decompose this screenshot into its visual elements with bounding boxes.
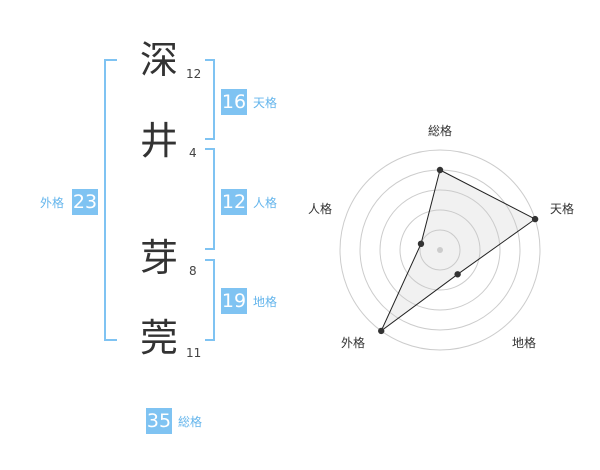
kanji-3: 芽 xyxy=(140,236,179,280)
stroke-count-2: 4 xyxy=(189,146,197,160)
tenkaku-bracket xyxy=(205,59,215,140)
radar-axis-label-jinkaku: 人格 xyxy=(308,202,333,216)
chikaku-label: 地格 xyxy=(253,295,278,309)
radar-point-2 xyxy=(531,215,539,223)
radar-ring-2 xyxy=(399,209,481,291)
jinkaku-bracket xyxy=(205,148,215,250)
tenkaku-value: 16 xyxy=(221,89,247,115)
stroke-count-1: 12 xyxy=(186,67,202,81)
soukaku-label: 総格 xyxy=(178,415,203,429)
chikaku-value: 19 xyxy=(221,288,247,314)
radar-point-5 xyxy=(417,240,425,248)
tenkaku-label: 天格 xyxy=(253,96,278,110)
chikaku-bracket xyxy=(205,259,215,341)
kanji-2: 井 xyxy=(140,119,179,163)
radar-center xyxy=(437,247,443,253)
radar-ring-3 xyxy=(379,189,501,311)
radar-axis-label-soukaku: 総格 xyxy=(428,124,453,138)
radar-point-3 xyxy=(454,271,461,278)
radar-chart xyxy=(339,149,541,351)
radar-axis-label-tenkaku: 天格 xyxy=(550,202,575,216)
radar-ring-5 xyxy=(339,149,541,351)
radar-point-4 xyxy=(378,327,385,335)
stroke-count-3: 8 xyxy=(189,264,197,278)
gaikaku-value: 23 xyxy=(72,189,98,215)
radar-axis-label-gaikaku: 外格 xyxy=(341,336,366,350)
gaikaku-bracket xyxy=(104,59,117,341)
stroke-count-4: 11 xyxy=(186,346,202,360)
radar-point-1 xyxy=(436,166,444,174)
jinkaku-value: 12 xyxy=(221,189,247,215)
radar-axis-label-chikaku: 地格 xyxy=(512,336,537,350)
kanji-4: 莞 xyxy=(140,316,179,360)
jinkaku-label: 人格 xyxy=(253,196,278,210)
soukaku-value: 35 xyxy=(146,408,172,434)
radar-area xyxy=(380,169,537,332)
gaikaku-label: 外格 xyxy=(40,196,65,210)
radar-ring-1 xyxy=(419,229,461,271)
kanji-1: 深 xyxy=(140,38,179,82)
